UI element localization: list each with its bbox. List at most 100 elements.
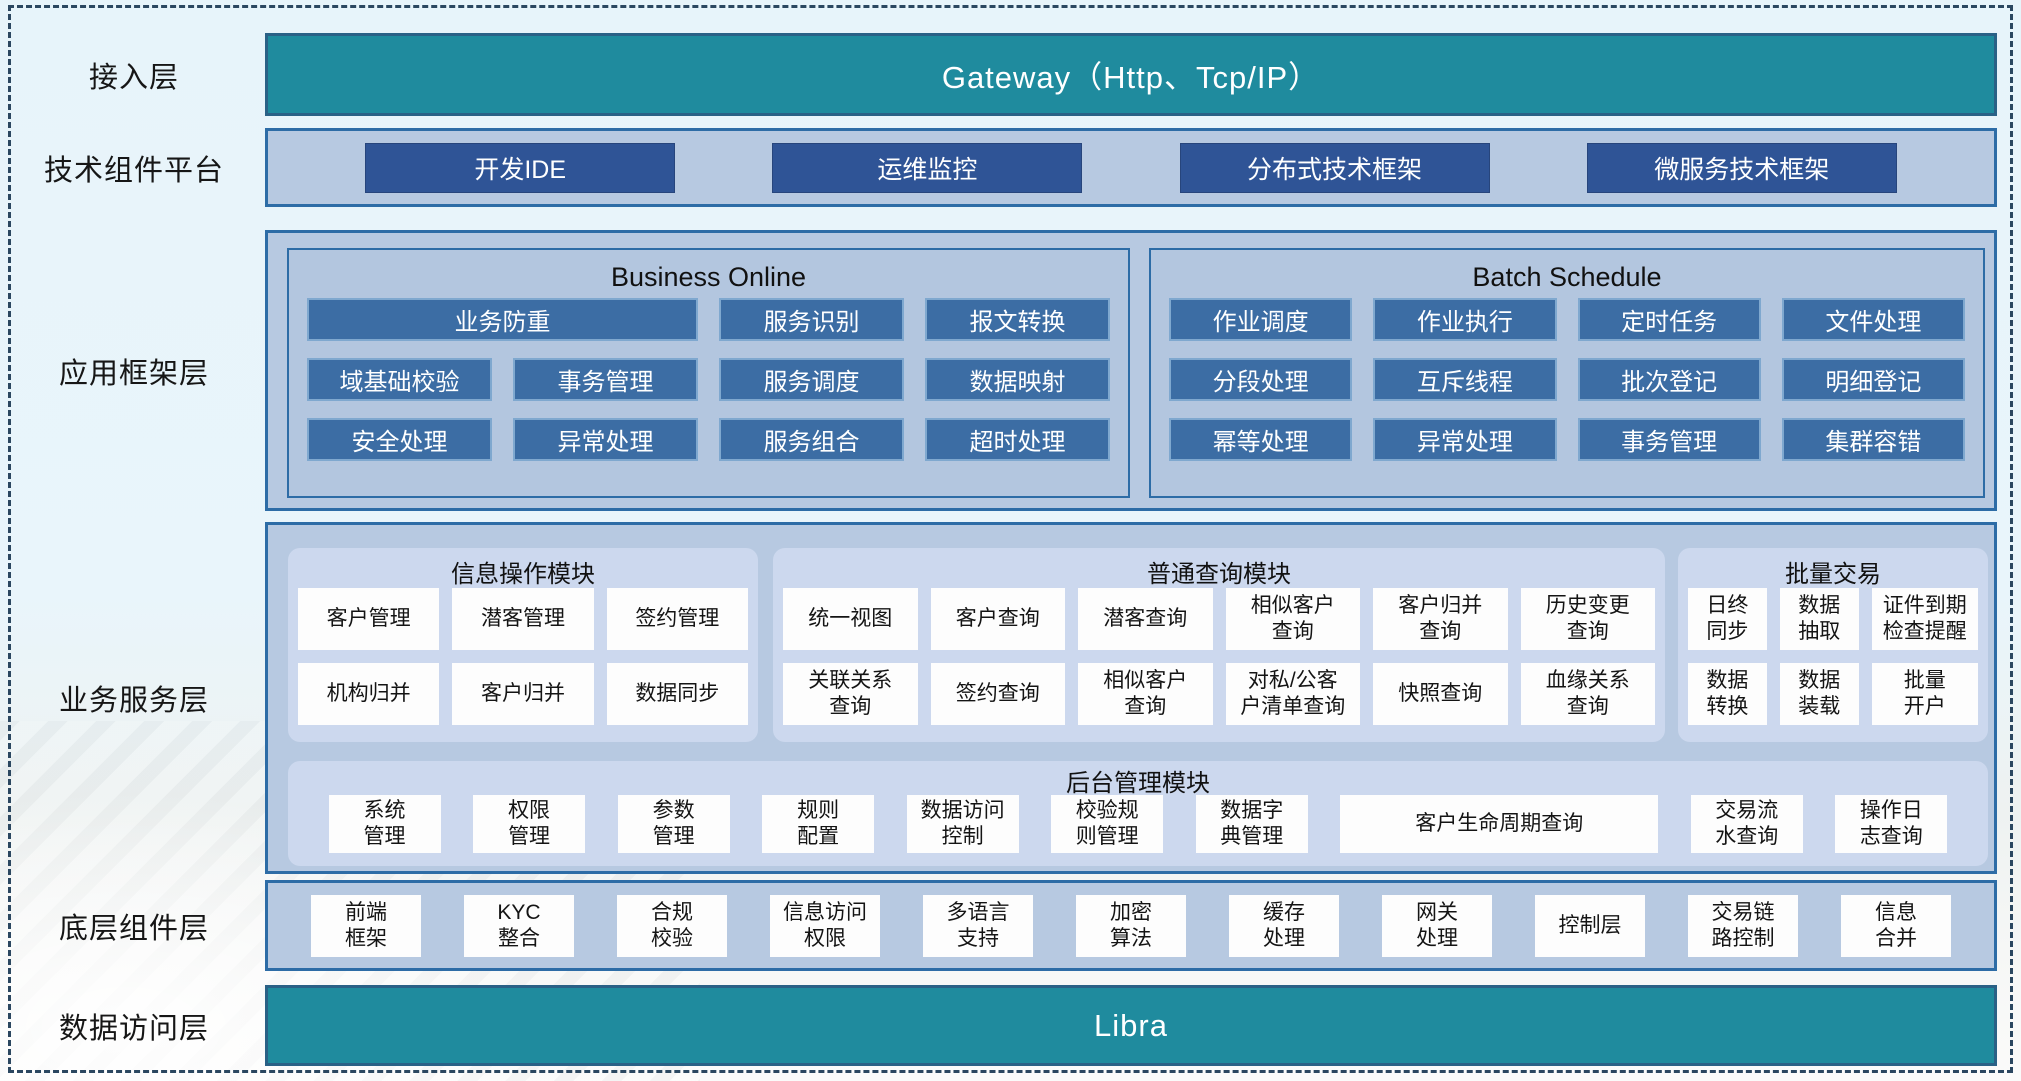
business-online-item-7: 安全处理 bbox=[307, 418, 492, 461]
business-service-container: 信息操作模块 客户管理潜客管理签约管理机构归并客户归并数据同步 普通查询模块 统… bbox=[265, 522, 1997, 874]
tech-item-1: 运维监控 bbox=[772, 142, 1083, 193]
layer-label-base-components: 底层组件层 bbox=[58, 912, 209, 945]
base-item-10: 信息 合并 bbox=[1841, 894, 1951, 957]
layer-label-app-framework: 应用框架层 bbox=[58, 357, 209, 390]
tech-item-2: 分布式技术框架 bbox=[1179, 142, 1490, 193]
batch-trade-item-2: 证件到期 检查提醒 bbox=[1871, 588, 1978, 650]
admin-item-5: 校验规 则管理 bbox=[1051, 795, 1164, 853]
libra-bar: Libra bbox=[265, 985, 1997, 1066]
info-module-item-3: 机构归并 bbox=[298, 663, 440, 725]
batch-schedule-panel: Batch Schedule 作业调度作业执行定时任务文件处理分段处理互斥线程批… bbox=[1149, 248, 1985, 498]
batch-trade-item-0: 日终 同步 bbox=[1688, 588, 1767, 650]
batch-schedule-item-4: 分段处理 bbox=[1169, 358, 1353, 401]
base-item-8: 控制层 bbox=[1535, 894, 1645, 957]
business-online-item-10: 超时处理 bbox=[925, 418, 1110, 461]
business-online-item-4: 事务管理 bbox=[513, 358, 698, 401]
admin-item-8: 交易流 水查询 bbox=[1690, 795, 1803, 853]
base-item-3: 信息访问 权限 bbox=[770, 894, 880, 957]
query-module-panel: 普通查询模块 统一视图客户查询潜客查询相似客户 查询客户归并 查询历史变更 查询… bbox=[773, 548, 1665, 742]
query-module-item-6: 关联关系 查询 bbox=[783, 663, 918, 725]
query-module-item-5: 历史变更 查询 bbox=[1520, 588, 1655, 650]
admin-module-panel: 后台管理模块 系统 管理权限 管理参数 管理规则 配置数据访问 控制校验规 则管… bbox=[288, 761, 1988, 866]
layer-label-business-service: 业务服务层 bbox=[58, 685, 209, 717]
business-online-item-1: 服务识别 bbox=[719, 298, 904, 341]
layer-label-tech-platform: 技术组件平台 bbox=[43, 154, 224, 187]
batch-trade-grid: 日终 同步数据 抽取证件到期 检查提醒数据 转换数据 装载批量 开户 bbox=[1688, 588, 1978, 725]
info-module-title: 信息操作模块 bbox=[451, 560, 595, 588]
business-online-panel: Business Online 业务防重服务识别报文转换域基础校验事务管理服务调… bbox=[287, 248, 1130, 498]
base-item-2: 合规 校验 bbox=[617, 894, 727, 957]
query-module-title: 普通查询模块 bbox=[1147, 560, 1291, 588]
admin-item-6: 数据字 典管理 bbox=[1195, 795, 1308, 853]
layer-label-access: 接入层 bbox=[88, 61, 179, 94]
batch-schedule-item-2: 定时任务 bbox=[1577, 298, 1761, 341]
query-module-item-1: 客户查询 bbox=[930, 588, 1065, 650]
layer-label-data-access: 数据访问层 bbox=[58, 1012, 209, 1045]
base-item-1: KYC 整合 bbox=[464, 894, 574, 957]
batch-trade-item-5: 批量 开户 bbox=[1871, 663, 1978, 725]
batch-trade-item-4: 数据 装载 bbox=[1779, 663, 1859, 725]
info-module-panel: 信息操作模块 客户管理潜客管理签约管理机构归并客户归并数据同步 bbox=[288, 548, 758, 742]
base-item-7: 网关 处理 bbox=[1382, 894, 1492, 957]
batch-schedule-item-3: 文件处理 bbox=[1781, 298, 1965, 341]
admin-item-2: 参数 管理 bbox=[617, 795, 730, 853]
app-framework-container: Business Online 业务防重服务识别报文转换域基础校验事务管理服务调… bbox=[265, 230, 1997, 511]
business-online-item-6: 数据映射 bbox=[925, 358, 1110, 401]
base-item-9: 交易链 路控制 bbox=[1688, 894, 1798, 957]
query-module-item-7: 签约查询 bbox=[930, 663, 1065, 725]
admin-item-4: 数据访问 控制 bbox=[906, 795, 1019, 853]
info-module-item-4: 客户归并 bbox=[452, 663, 594, 725]
batch-trade-item-3: 数据 转换 bbox=[1688, 663, 1767, 725]
base-item-6: 缓存 处理 bbox=[1229, 894, 1339, 957]
business-online-title: Business Online bbox=[610, 261, 807, 292]
admin-item-0: 系统 管理 bbox=[328, 795, 441, 853]
business-online-item-3: 域基础校验 bbox=[307, 358, 492, 401]
admin-item-9: 操作日 志查询 bbox=[1835, 795, 1948, 853]
base-item-4: 多语言 支持 bbox=[923, 894, 1033, 957]
query-module-item-10: 快照查询 bbox=[1373, 663, 1508, 725]
batch-schedule-item-11: 集群容错 bbox=[1781, 418, 1965, 461]
query-module-item-2: 潜客查询 bbox=[1078, 588, 1213, 650]
admin-module-title: 后台管理模块 bbox=[1066, 770, 1210, 797]
batch-schedule-item-5: 互斥线程 bbox=[1373, 358, 1557, 401]
business-online-item-5: 服务调度 bbox=[719, 358, 904, 401]
tech-item-0: 开发IDE bbox=[365, 142, 676, 193]
gateway-bar: Gateway（Http、Tcp/IP） bbox=[265, 33, 1997, 116]
batch-trade-panel: 批量交易 日终 同步数据 抽取证件到期 检查提醒数据 转换数据 装载批量 开户 bbox=[1678, 548, 1988, 742]
tech-platform-container: 开发IDE 运维监控 分布式技术框架 微服务技术框架 bbox=[265, 128, 1997, 207]
business-online-item-0: 业务防重 bbox=[307, 298, 698, 341]
tech-platform-row: 开发IDE 运维监控 分布式技术框架 微服务技术框架 bbox=[268, 131, 1994, 204]
admin-item-1: 权限 管理 bbox=[473, 795, 586, 853]
query-module-item-8: 相似客户 查询 bbox=[1078, 663, 1213, 725]
business-online-item-9: 服务组合 bbox=[719, 418, 904, 461]
business-online-item-2: 报文转换 bbox=[925, 298, 1110, 341]
admin-module-row: 系统 管理权限 管理参数 管理规则 配置数据访问 控制校验规 则管理数据字 典管… bbox=[296, 795, 1980, 853]
batch-schedule-item-8: 幂等处理 bbox=[1169, 418, 1353, 461]
query-module-item-4: 客户归并 查询 bbox=[1373, 588, 1508, 650]
batch-schedule-item-0: 作业调度 bbox=[1169, 298, 1353, 341]
info-module-item-5: 数据同步 bbox=[606, 663, 748, 725]
info-module-item-0: 客户管理 bbox=[298, 588, 440, 650]
batch-trade-item-1: 数据 抽取 bbox=[1779, 588, 1859, 650]
tech-item-3: 微服务技术框架 bbox=[1586, 142, 1897, 193]
batch-schedule-item-6: 批次登记 bbox=[1577, 358, 1761, 401]
admin-item-3: 规则 配置 bbox=[762, 795, 875, 853]
query-module-item-11: 血缘关系 查询 bbox=[1520, 663, 1655, 725]
info-module-item-1: 潜客管理 bbox=[452, 588, 594, 650]
query-module-item-3: 相似客户 查询 bbox=[1225, 588, 1360, 650]
batch-schedule-item-1: 作业执行 bbox=[1373, 298, 1557, 341]
business-online-grid: 业务防重服务识别报文转换域基础校验事务管理服务调度数据映射安全处理异常处理服务组… bbox=[307, 298, 1110, 461]
base-item-0: 前端 框架 bbox=[311, 894, 421, 957]
batch-schedule-item-10: 事务管理 bbox=[1577, 418, 1761, 461]
query-module-item-9: 对私/公客 户清单查询 bbox=[1225, 663, 1360, 725]
info-module-grid: 客户管理潜客管理签约管理机构归并客户归并数据同步 bbox=[298, 588, 748, 725]
business-online-item-8: 异常处理 bbox=[513, 418, 698, 461]
admin-item-7: 客户生命周期查询 bbox=[1340, 795, 1659, 853]
info-module-item-2: 签约管理 bbox=[606, 588, 748, 650]
batch-schedule-item-9: 异常处理 bbox=[1373, 418, 1557, 461]
batch-schedule-title: Batch Schedule bbox=[1472, 261, 1662, 292]
batch-trade-title: 批量交易 bbox=[1785, 560, 1881, 588]
query-module-grid: 统一视图客户查询潜客查询相似客户 查询客户归并 查询历史变更 查询关联关系 查询… bbox=[783, 588, 1655, 725]
